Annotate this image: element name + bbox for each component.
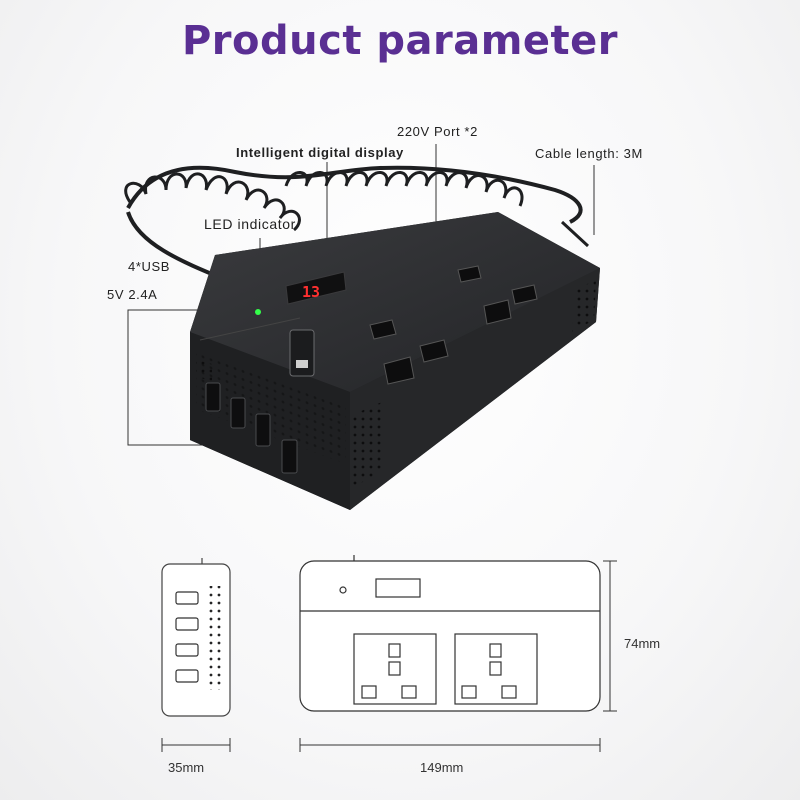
ac-sockets bbox=[369, 265, 538, 385]
socket-1-pin bbox=[383, 356, 415, 385]
usb-port-2 bbox=[230, 397, 246, 429]
display-label: Intelligent digital display bbox=[236, 145, 404, 160]
usb-ports bbox=[205, 382, 298, 474]
usb-count-label: 4*USB bbox=[128, 259, 171, 274]
usb-rating-label: 5V 2.4A bbox=[107, 287, 158, 302]
dimension-lines bbox=[161, 560, 617, 752]
usb-port-1 bbox=[205, 382, 221, 412]
socket-1-pin bbox=[369, 319, 397, 340]
cable-length-label: Cable length: 3M bbox=[535, 146, 643, 161]
usb-port-4 bbox=[281, 439, 298, 474]
socket-2-pin bbox=[457, 265, 482, 283]
led-indicator-label: LED indicator bbox=[204, 216, 296, 232]
height-dimension: 74mm bbox=[624, 636, 661, 651]
cable-connector bbox=[289, 329, 315, 377]
display-reading: 13 bbox=[302, 283, 320, 301]
usb-port-3 bbox=[255, 413, 271, 447]
depth-dimension: 35mm bbox=[168, 760, 205, 775]
socket-2-pin bbox=[483, 299, 512, 325]
socket-2-pin bbox=[511, 284, 538, 305]
top-view bbox=[299, 555, 601, 712]
width-dimension: 149mm bbox=[420, 760, 464, 775]
digital-display: 13 bbox=[285, 271, 347, 305]
socket-1-pin bbox=[419, 339, 449, 363]
ports-label: 220V Port *2 bbox=[397, 124, 478, 139]
led-indicator bbox=[255, 309, 261, 315]
page-title: Product parameter bbox=[181, 18, 619, 64]
